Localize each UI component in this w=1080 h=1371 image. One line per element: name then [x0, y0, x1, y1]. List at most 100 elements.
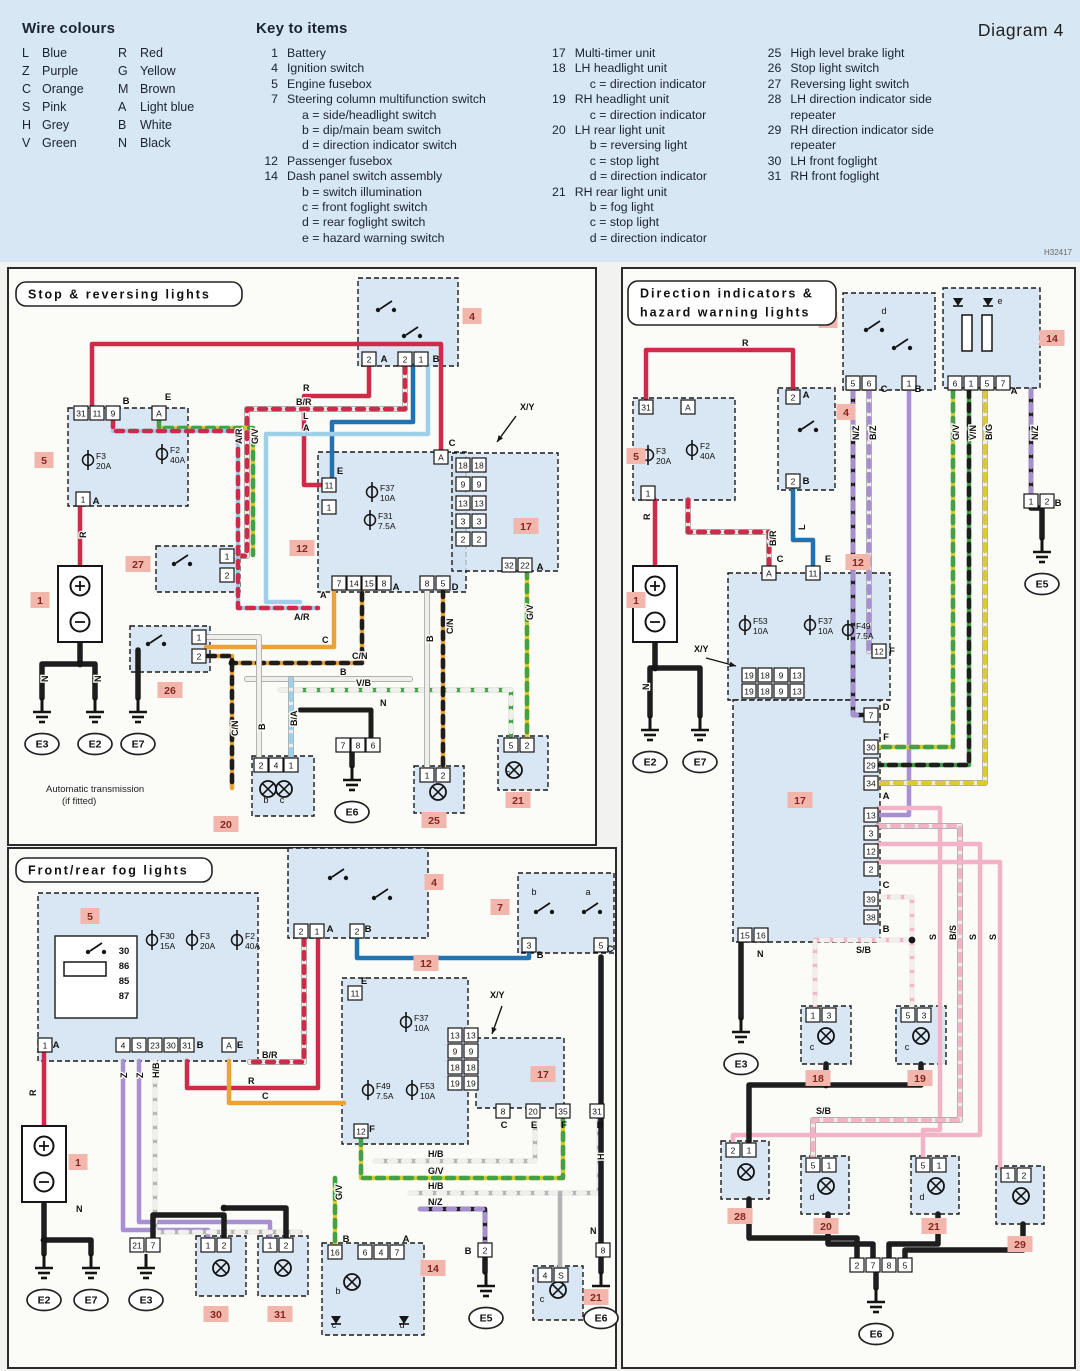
wire-colour-label: R [78, 531, 88, 538]
wire-colour-name: Blue [42, 46, 68, 60]
connector-group-label: D [883, 702, 890, 713]
pin-number: 2 [225, 571, 230, 581]
wire-colour-label: N/Z [428, 1197, 443, 1207]
ground-symbol: E3 [723, 1018, 759, 1076]
pin-number: 13 [458, 499, 468, 509]
pin-box [347, 985, 363, 1001]
ground-label-oval [334, 800, 370, 824]
component-number: 28 [734, 1211, 746, 1223]
component-number-badge [513, 518, 539, 534]
connector-group-label: 85 [119, 976, 130, 987]
ground-label: E3 [140, 1295, 153, 1307]
fuse-name: F53 [420, 1081, 435, 1091]
pin-number: 11 [93, 409, 102, 419]
pin-box [73, 405, 89, 421]
switch-icon [371, 888, 393, 901]
component-number: 31 [274, 1309, 286, 1321]
pin-number: 18 [450, 1063, 460, 1073]
pin-box [845, 375, 861, 391]
pointer-arrow [705, 657, 737, 667]
pin-box [595, 1242, 611, 1258]
fuse-loop [399, 1015, 413, 1029]
component-number: 21 [512, 795, 524, 807]
pin-box [773, 683, 789, 699]
junction-dot [651, 664, 659, 672]
pointer-arrow [491, 1005, 503, 1035]
bulb-cross [739, 1165, 753, 1179]
bulb-cross [345, 1275, 359, 1289]
wire-colour-name: Red [140, 46, 163, 60]
bulb-cross [214, 1261, 228, 1275]
switch-lever [585, 902, 599, 912]
pin-number: 2 [477, 535, 482, 545]
wire-colour-label: G/V [334, 1184, 344, 1200]
pin-box [447, 1075, 463, 1091]
bulb-circle [737, 1163, 755, 1181]
pin-number: 9 [461, 480, 466, 490]
pin-box [335, 737, 351, 753]
switch-contact [891, 345, 897, 351]
switch-icon [863, 320, 885, 333]
pin-box [741, 1142, 757, 1158]
component-box [777, 387, 836, 491]
battery-symbol [21, 1125, 67, 1203]
fuse-loop [185, 933, 199, 947]
component-number-badge [583, 1289, 609, 1305]
bulb-circle [817, 1027, 835, 1045]
bulb-icon [429, 783, 447, 801]
pin-box [309, 923, 325, 939]
switch-contact [417, 333, 423, 339]
pin-number: 3 [461, 517, 466, 527]
pin-number: 13 [866, 811, 876, 821]
pin-number: 12 [356, 1127, 366, 1137]
diode-triangle [331, 1316, 341, 1324]
pin-box [350, 737, 366, 753]
panel-title-box [15, 281, 243, 307]
pin-box [753, 927, 769, 943]
pin-number: 16 [756, 931, 766, 941]
pin-number: 15 [740, 931, 750, 941]
pin-number: 2 [483, 1246, 488, 1256]
wire-colour-label: R [248, 1076, 255, 1086]
component-number-badge [626, 448, 646, 464]
connector-group-label: 30 [119, 946, 130, 957]
fuse-rating: 10A [414, 1023, 429, 1033]
component-number-badge [805, 1070, 831, 1086]
component-number-badge [836, 404, 856, 420]
ground-label: E6 [870, 1329, 883, 1341]
pin-number: 3 [527, 941, 532, 951]
switch-icon [797, 420, 819, 433]
ground-symbol: E3 [24, 698, 60, 756]
ground-symbol: E2 [77, 698, 113, 756]
pin-number: 2 [441, 771, 446, 781]
component-sub-label: e [997, 296, 1002, 306]
component-sub-label: d [919, 1192, 924, 1202]
pin-box [216, 1237, 232, 1253]
component-number-badge [157, 682, 183, 698]
switch-icon [533, 902, 555, 915]
pin-number: 9 [469, 1047, 474, 1057]
switch-contact [187, 561, 193, 567]
component-number-badge [213, 816, 239, 832]
component-number-badge [462, 308, 482, 324]
pin-box [200, 1237, 216, 1253]
pin-box [863, 757, 879, 773]
wire-colour-label: A/R [294, 612, 310, 622]
switch-lever [537, 902, 551, 912]
fuse-rating: 15A [160, 941, 175, 951]
component-number-badge [787, 792, 813, 808]
wire-N [652, 665, 703, 719]
battery-symbol [57, 565, 103, 643]
ground-label: E7 [694, 757, 707, 769]
pin-box [963, 375, 979, 391]
fuse-rating: 7.5A [376, 1091, 394, 1101]
pin-number: 1 [1006, 1171, 1011, 1181]
pin-box [455, 457, 471, 473]
wire-code: R [118, 46, 128, 60]
pin-box [495, 1103, 511, 1119]
wire-R [184, 935, 321, 1091]
pin-number: 34 [866, 779, 876, 789]
